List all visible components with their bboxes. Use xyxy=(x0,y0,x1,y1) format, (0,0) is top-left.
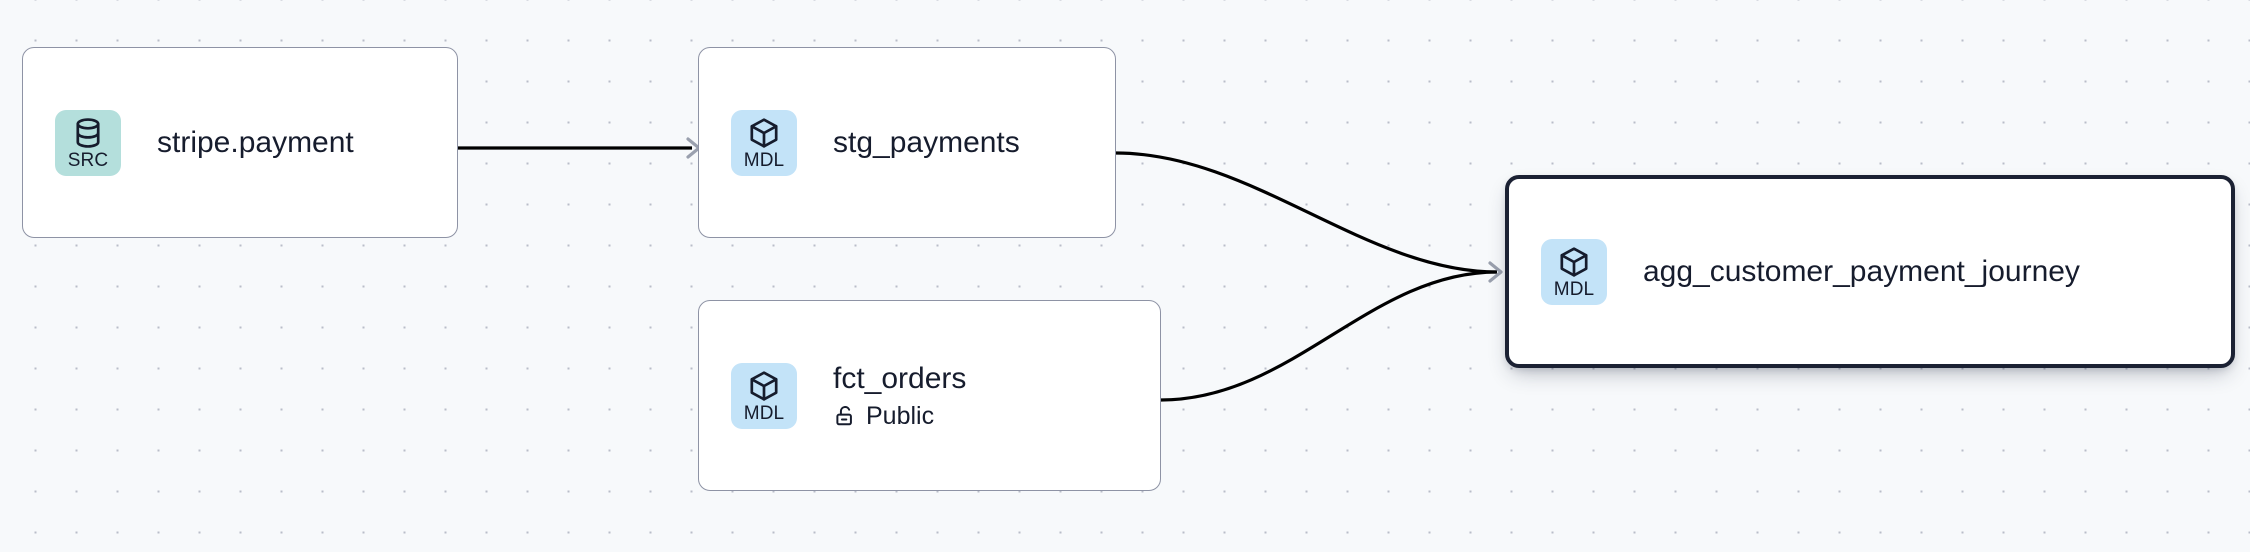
node-body: stripe.payment xyxy=(157,125,354,161)
node-title: stripe.payment xyxy=(157,125,354,159)
node-type-badge-mdl: MDL xyxy=(731,362,797,429)
edge-path xyxy=(1115,151,1498,274)
node-visibility: Public xyxy=(833,401,966,431)
node-title: stg_payments xyxy=(833,125,1020,159)
node-type-badge-src: SRC xyxy=(55,109,121,176)
node-title: agg_customer_payment_journey xyxy=(1643,254,2080,288)
edge-stg-payments-to-agg-customer-payment-journey xyxy=(1115,151,1498,274)
lineage-node-agg-customer-payment-journey[interactable]: MDL agg_customer_payment_journey xyxy=(1505,175,2235,368)
edge-fct-orders-to-agg-customer-payment-journey xyxy=(1160,261,1503,402)
node-type-badge-label: SRC xyxy=(67,149,109,171)
node-type-badge-label: MDL xyxy=(743,402,785,424)
cube-icon xyxy=(750,117,778,148)
node-type-badge-label: MDL xyxy=(1553,278,1595,300)
lineage-node-fct-orders[interactable]: MDL fct_orders Public xyxy=(698,300,1161,491)
node-type-badge-label: MDL xyxy=(743,149,785,171)
cube-icon xyxy=(750,370,778,401)
edge-arrowhead-icon xyxy=(1488,261,1503,283)
node-title: fct_orders xyxy=(833,361,967,395)
node-type-badge-mdl: MDL xyxy=(731,109,797,176)
node-body: agg_customer_payment_journey xyxy=(1643,254,2080,290)
unlock-icon xyxy=(836,406,852,426)
cube-icon xyxy=(1560,246,1588,277)
lineage-node-stg-payments[interactable]: MDL stg_payments xyxy=(698,47,1116,238)
node-body: fct_orders Public xyxy=(833,361,966,431)
node-visibility-label: Public xyxy=(866,401,935,430)
edge-stripe-payment-to-stg-payments xyxy=(458,137,701,159)
edge-path xyxy=(1160,270,1498,402)
node-body: stg_payments xyxy=(833,125,1020,161)
node-type-badge-mdl: MDL xyxy=(1541,238,1607,305)
database-icon xyxy=(76,117,100,148)
lineage-node-stripe-payment[interactable]: SRC stripe.payment xyxy=(22,47,458,238)
